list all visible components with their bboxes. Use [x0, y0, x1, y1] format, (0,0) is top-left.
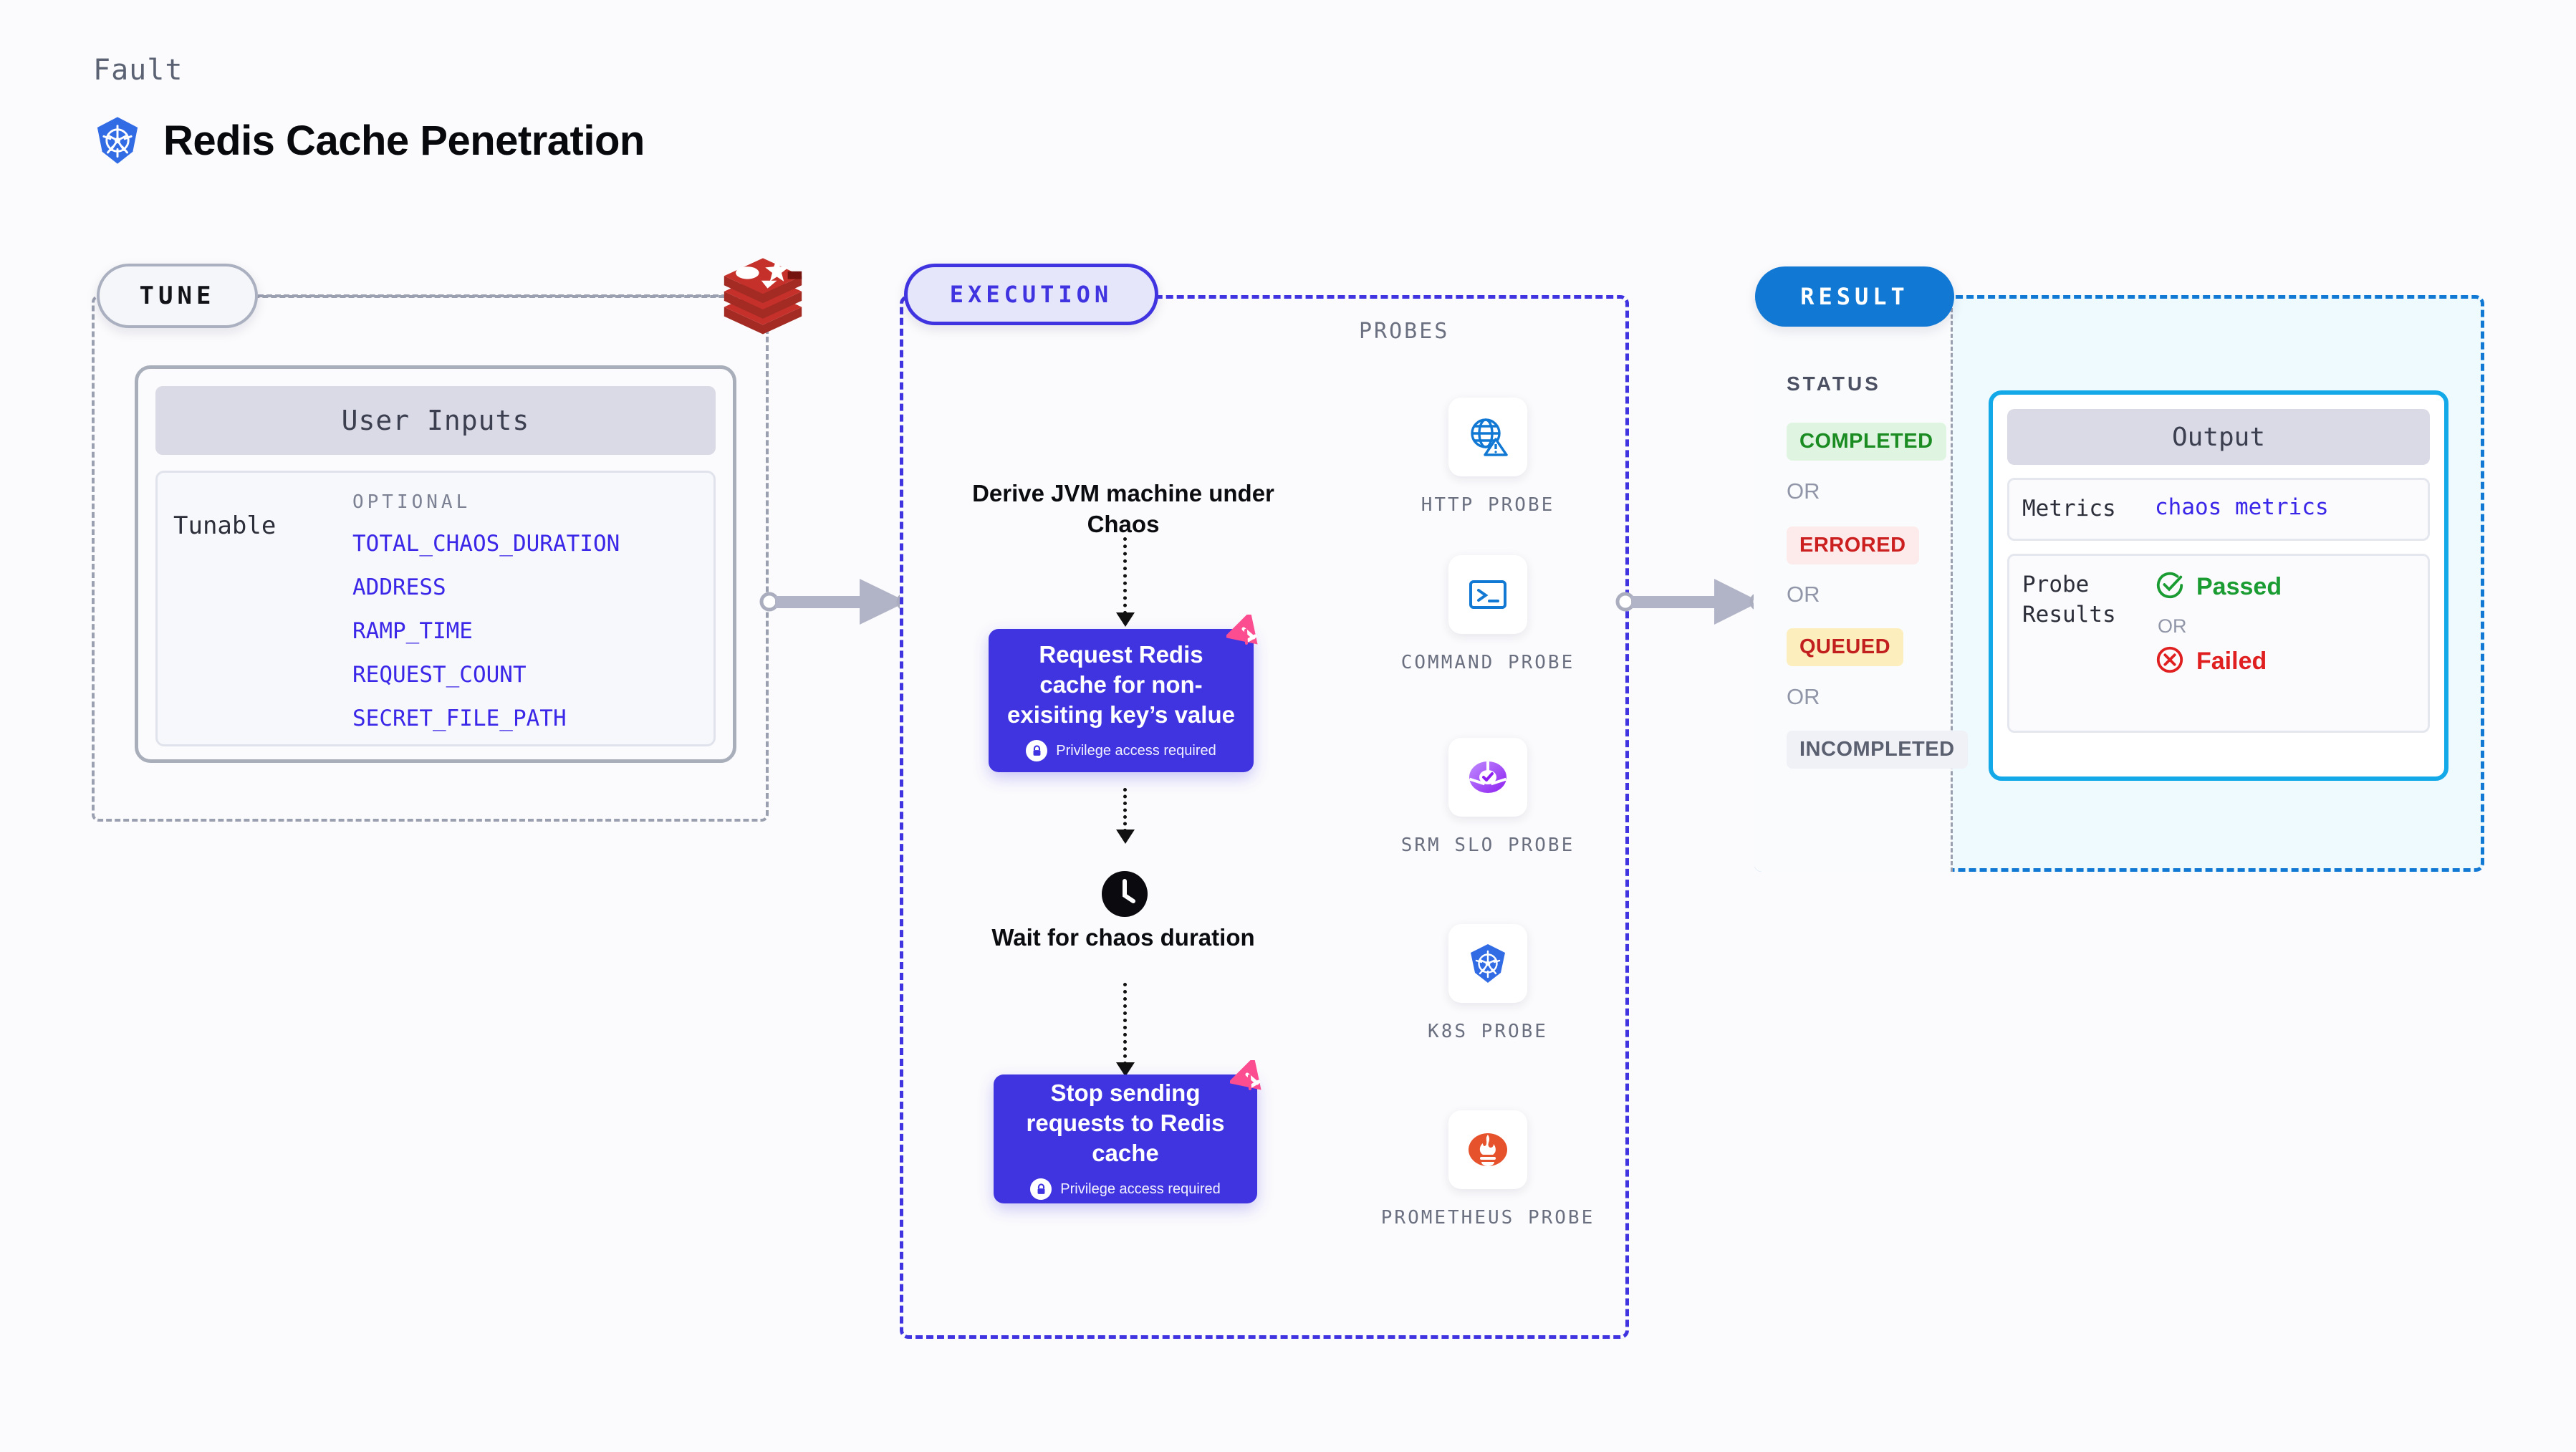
tune-stage-label: TUNE	[139, 282, 216, 310]
privilege-required-row: Privilege access required	[1030, 1178, 1221, 1201]
page-title: Redis Cache Penetration	[163, 117, 645, 164]
execution-stage-pill[interactable]: EXECUTION	[904, 264, 1158, 325]
slo-donut-check-icon	[1448, 738, 1527, 817]
status-badge-errored: ERRORED	[1787, 527, 1919, 564]
lock-icon	[1030, 1178, 1052, 1201]
metrics-value[interactable]: chaos metrics	[2155, 494, 2329, 520]
tunable-body: Tunable OPTIONAL TOTAL_CHAOS_DURATION AD…	[155, 471, 716, 746]
probe-item-k8s[interactable]: K8S PROBE	[1347, 924, 1629, 1046]
stop-sending-requests-card[interactable]: Stop sending requests to Redis cache Pri…	[994, 1056, 1261, 1203]
tunable-option[interactable]: RAMP_TIME	[352, 618, 473, 644]
kubernetes-icon	[92, 115, 143, 166]
flow-arrow-3	[1123, 983, 1127, 1065]
wait-for-chaos-label: Wait for chaos duration	[991, 924, 1255, 951]
fault-eyebrow-label: Fault	[93, 54, 183, 87]
probe-label: SRM SLO PROBE	[1400, 835, 1575, 856]
result-stage-label: RESULT	[1800, 283, 1909, 310]
connector-tune-to-execution	[759, 569, 917, 638]
flow-arrow-2	[1123, 788, 1127, 832]
lock-icon	[1026, 740, 1048, 762]
kubernetes-icon	[1448, 924, 1527, 1003]
probe-results-values: Passed OR Failed	[2155, 570, 2282, 716]
privilege-required-label: Privilege access required	[1056, 742, 1216, 759]
flow-arrowhead-1	[1116, 612, 1135, 627]
connector-execution-to-result	[1615, 569, 1769, 638]
flow-arrowhead-2	[1116, 830, 1135, 844]
metrics-row: Metrics chaos metrics	[2007, 478, 2430, 541]
clock-icon	[1099, 868, 1150, 923]
user-inputs-header: User Inputs	[155, 386, 716, 455]
probe-label: COMMAND PROBE	[1400, 652, 1575, 673]
status-badge-completed: COMPLETED	[1787, 423, 1946, 461]
probe-results-or: OR	[2158, 615, 2187, 637]
prometheus-icon	[1448, 1110, 1527, 1189]
request-redis-cache-label: Request Redis cache for non-exisiting ke…	[1007, 640, 1235, 729]
status-badge-queued: QUEUED	[1787, 628, 1904, 666]
stop-sending-requests-label: Stop sending requests to Redis cache	[1026, 1079, 1225, 1167]
terminal-icon	[1448, 555, 1527, 634]
request-redis-cache-card[interactable]: Request Redis cache for non-exisiting ke…	[989, 610, 1258, 772]
flow-arrowhead-3	[1116, 1062, 1135, 1077]
privilege-required-row: Privilege access required	[1026, 740, 1216, 762]
derive-jvm-step-label: Derive JVM machine under Chaos	[972, 480, 1274, 537]
user-inputs-card: User Inputs Tunable OPTIONAL TOTAL_CHAOS…	[135, 365, 736, 763]
probe-label: PROMETHEUS PROBE	[1380, 1207, 1595, 1229]
status-column	[1754, 295, 1953, 872]
output-header: Output	[2007, 409, 2430, 465]
status-heading: STATUS	[1787, 372, 1881, 395]
probe-item-prometheus[interactable]: PROMETHEUS PROBE	[1347, 1110, 1629, 1232]
probe-result-passed: Passed	[2155, 570, 2282, 604]
probes-title: PROBES	[1359, 319, 1450, 344]
status-or-label: OR	[1787, 479, 1820, 504]
globe-warning-icon	[1448, 398, 1527, 476]
failed-label: Failed	[2196, 647, 2267, 675]
tunable-option[interactable]: REQUEST_COUNT	[352, 662, 527, 688]
tunable-label: Tunable	[173, 511, 277, 540]
privilege-required-label: Privilege access required	[1060, 1181, 1221, 1197]
tunable-option[interactable]: SECRET_FILE_PATH	[352, 706, 567, 731]
optional-heading: OPTIONAL	[352, 491, 471, 513]
x-circle-icon	[2155, 645, 2185, 678]
flow-arrow-1	[1123, 537, 1127, 615]
tune-stage-pill[interactable]: TUNE	[97, 264, 258, 328]
probe-result-failed: Failed	[2155, 645, 2282, 678]
tune-dashed-top-line	[258, 294, 727, 297]
status-or-label: OR	[1787, 684, 1820, 709]
status-badge-incompleted: INCOMPLETED	[1787, 731, 1968, 769]
metrics-key: Metrics	[2022, 496, 2116, 521]
tunable-option[interactable]: TOTAL_CHAOS_DURATION	[352, 531, 620, 557]
check-circle-icon	[2155, 570, 2185, 604]
execution-stage-label: EXECUTION	[949, 281, 1113, 308]
probe-label: HTTP PROBE	[1421, 494, 1555, 516]
probe-item-command[interactable]: COMMAND PROBE	[1347, 555, 1629, 677]
probe-label: K8S PROBE	[1428, 1021, 1548, 1042]
redis-logo-icon	[716, 249, 809, 335]
status-or-label: OR	[1787, 582, 1820, 607]
probe-item-http[interactable]: HTTP PROBE	[1347, 398, 1629, 519]
litmus-chaos-icon	[1227, 1056, 1270, 1101]
result-stage-pill[interactable]: RESULT	[1755, 266, 1954, 327]
probe-item-srm-slo[interactable]: SRM SLO PROBE	[1347, 738, 1629, 860]
page-title-row: Redis Cache Penetration	[92, 115, 645, 166]
tunable-option[interactable]: ADDRESS	[352, 574, 446, 600]
passed-label: Passed	[2196, 572, 2282, 600]
optional-column: OPTIONAL TOTAL_CHAOS_DURATION ADDRESS RA…	[352, 491, 698, 731]
litmus-chaos-icon	[1224, 610, 1267, 655]
